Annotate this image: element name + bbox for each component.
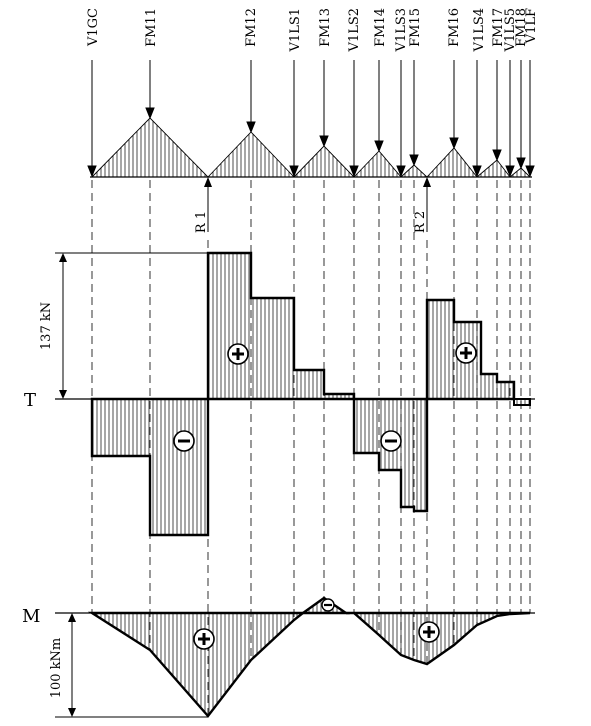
label-fm11: FM11 (144, 8, 159, 47)
label-fm17: FM17 (491, 8, 506, 47)
label-fm18: FM18 (514, 8, 529, 47)
label-fm14: FM14 (373, 8, 388, 47)
moment-sign-plus-2 (418, 621, 440, 643)
label-v1gc: V1GC (86, 8, 101, 47)
reaction-r1: R 1 (194, 211, 209, 233)
shear-diagram: T 137 kN (24, 251, 535, 537)
load-arrows (87, 60, 535, 178)
label-v1lf: V1LF (524, 8, 539, 44)
shear-axis-label: T (24, 390, 36, 411)
label-v1ls3: V1LS3 (394, 8, 409, 52)
shear-scale-label: 137 kN (39, 302, 54, 350)
shear-region-pos-1 (206, 251, 356, 401)
moment-region-pos-1 (87, 611, 307, 718)
shear-sign-plus-1 (227, 343, 249, 365)
moment-sign-minus-1 (321, 598, 335, 612)
moment-region-pos-2 (346, 611, 531, 666)
label-fm16: FM16 (447, 8, 462, 47)
moment-sign-plus-1 (193, 628, 215, 650)
label-fm15: FM15 (408, 8, 423, 47)
shear-region-neg-2 (352, 397, 429, 513)
moment-scale-label: 100 kNm (49, 638, 64, 699)
label-v1ls1: V1LS1 (288, 8, 303, 52)
label-fm12: FM12 (244, 8, 259, 47)
reactions: R 1 R 2 (194, 177, 431, 233)
label-v1ls4: V1LS4 (472, 8, 487, 52)
reaction-r2: R 2 (413, 211, 428, 233)
label-fm13: FM13 (318, 8, 333, 47)
load-labels: V1GC FM11 FM12 V1LS1 FM13 V1LS2 FM14 V1L… (86, 8, 539, 53)
moment-axis-label: M (22, 606, 40, 627)
shear-region-tail (513, 398, 531, 406)
moment-diagram: M 100 kNm (22, 596, 535, 718)
shear-region-neg-1 (90, 397, 210, 537)
label-v1ls2: V1LS2 (347, 8, 362, 52)
label-v1ls5: V1LS5 (503, 8, 518, 52)
shear-sign-minus-2 (380, 430, 402, 452)
shear-sign-plus-2 (455, 342, 477, 364)
load-diagram (90, 117, 532, 178)
shear-sign-minus-1 (173, 430, 195, 452)
